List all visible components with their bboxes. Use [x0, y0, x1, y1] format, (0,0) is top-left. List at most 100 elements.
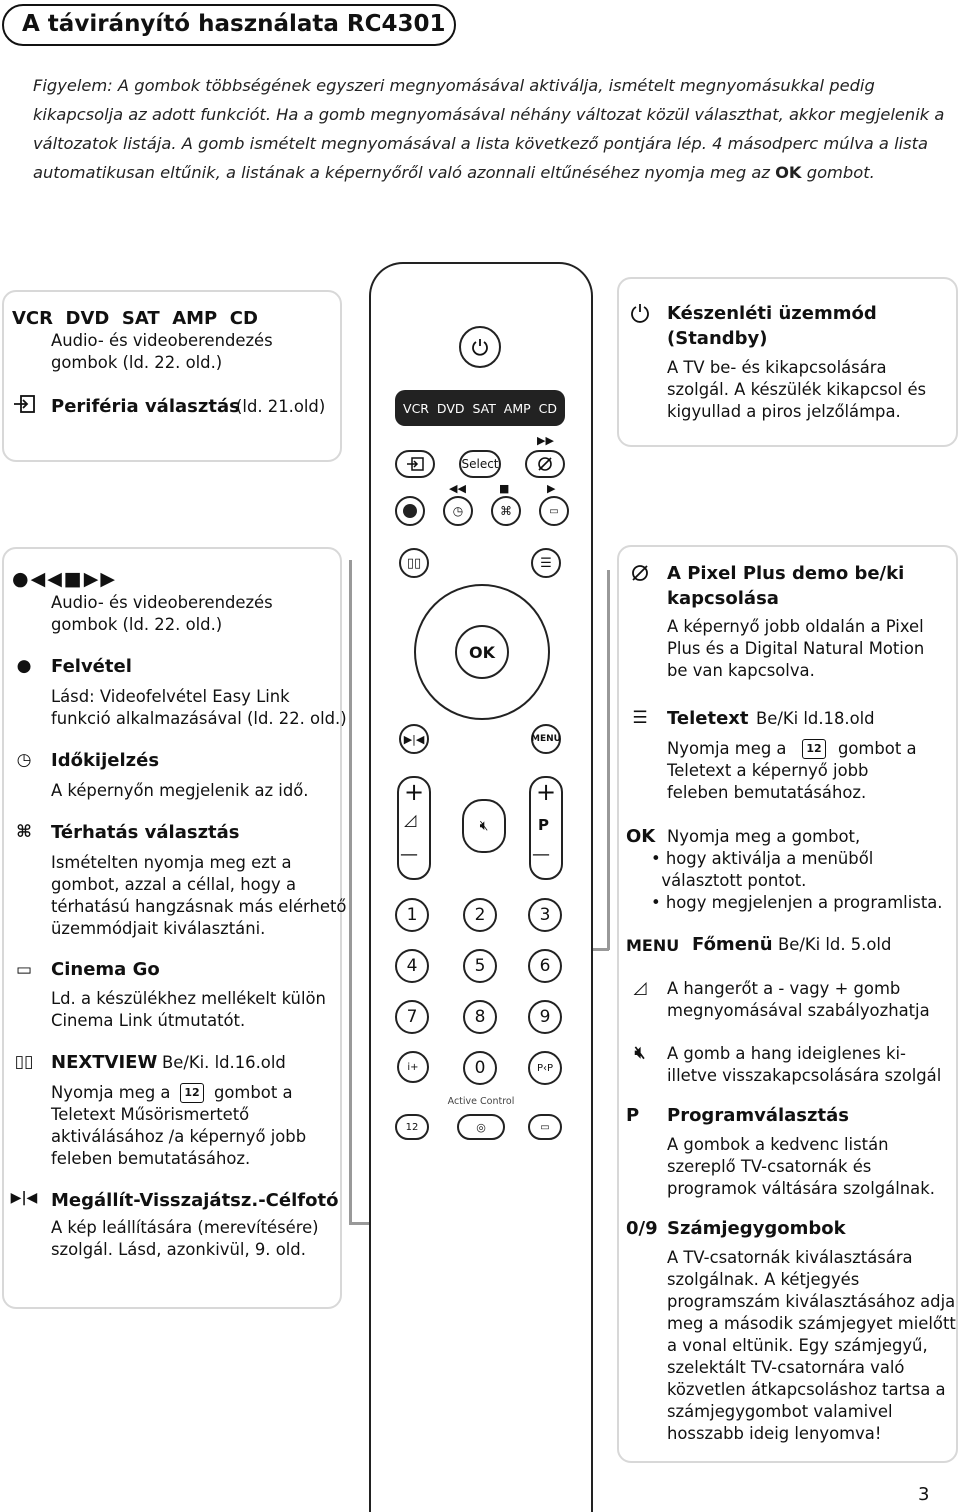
dual-screen-icon: 12: [405, 1121, 419, 1133]
clock-desc: A képernyőn megjelenik az idő.: [51, 781, 309, 800]
transport-symbols: ●◀◀■▶▶: [12, 568, 117, 590]
freeze-icon: ▶|◀: [10, 1190, 38, 1206]
record-title: Felvétel: [51, 656, 132, 677]
digit-7-button[interactable]: 7: [395, 1000, 429, 1034]
digits-desc-7: közvetlen átkapcsoláshoz tartsa a: [667, 1380, 946, 1399]
ok-bullet-1: • hogy aktiválja a menüből: [651, 849, 874, 868]
pixel-desc-1: A képernyő jobb oldalán a Pixel: [667, 617, 924, 636]
teletext-desc-1a: Nyomja meg a: [667, 739, 787, 758]
menu-key-label: MENU: [626, 936, 680, 955]
nextview-desc-3: aktiválásához /a képernyő jobb: [51, 1127, 307, 1146]
source-bar[interactable]: VCR DVD SAT AMP CD: [395, 390, 565, 426]
digit-1-button[interactable]: 1: [395, 898, 429, 932]
pixel-desc-3: be van kapcsolva.: [667, 661, 815, 680]
power-icon: [472, 339, 488, 356]
digit-9-button[interactable]: 9: [528, 1000, 562, 1034]
pp-button[interactable]: P‹P: [528, 1051, 562, 1085]
standby-button[interactable]: [459, 326, 501, 368]
panel-source-buttons: [2, 290, 342, 462]
ok-bullet-1b: választott pontot.: [651, 871, 807, 890]
peripheral-ref: (ld. 21.old): [236, 397, 326, 416]
teletext-ref: Be/Ki ld.18.old: [756, 709, 875, 728]
p-desc-3: programok váltására szolgálnak.: [667, 1179, 935, 1198]
connector-right: [607, 570, 610, 950]
mute-icon: 🔇︎: [479, 818, 489, 834]
digit-4-button[interactable]: 4: [395, 949, 429, 983]
mute-button[interactable]: 🔇︎: [462, 799, 506, 853]
standby-title-2: (Standby): [667, 328, 768, 349]
clock-title: Időkijelzés: [51, 750, 160, 771]
p-key-label: P: [626, 1105, 640, 1126]
input-select-button[interactable]: [395, 450, 435, 478]
p-desc-1: A gombok a kedvenc listán: [667, 1135, 889, 1154]
cinema-go-button[interactable]: ▭: [539, 496, 569, 526]
intro-paragraph: Figyelem: A gombok többségének egyszeri …: [33, 71, 951, 187]
volume-minus: —: [400, 844, 418, 865]
ok-button[interactable]: OK: [455, 625, 509, 679]
pixel-plus-button[interactable]: [525, 450, 565, 478]
digit-6-button[interactable]: 6: [528, 949, 562, 983]
freeze-button[interactable]: ▶|◀: [399, 724, 429, 754]
connector-right-tick: [583, 948, 609, 951]
program-plus: +: [536, 778, 557, 806]
stop-small-icon: ■: [499, 482, 510, 495]
dual-screen-button[interactable]: 12: [395, 1114, 429, 1140]
surround-desc-4: üzemmódjait kiválasztáni.: [51, 919, 266, 938]
menu-title: Főmenü: [692, 934, 773, 955]
p-desc-2: szereplő TV-csatornák és: [667, 1157, 872, 1176]
play-small-icon: ▶: [547, 482, 556, 495]
panel-left-main: [2, 547, 342, 1309]
volume-icon: ◿: [633, 978, 647, 998]
freeze-title: Megállít-Visszajátsz.-Célfotó: [51, 1190, 339, 1211]
connector-left-tick: [349, 1222, 379, 1225]
volume-desc-1: A hangerőt a - vagy + gomb: [667, 979, 901, 998]
volume-rocker[interactable]: [397, 776, 431, 880]
program-rocker[interactable]: [529, 776, 563, 880]
digits-desc-3: programszám kiválasztásához adja: [667, 1292, 956, 1311]
digit-5-button[interactable]: 5: [463, 949, 497, 983]
freeze-desc-1: A kép leállítására (merevítésére): [51, 1218, 319, 1237]
surround-desc-2: gombot, azzal a céllal, hogy a: [51, 875, 296, 894]
cinema-desc-1: Ld. a készülékhez mellékelt külön: [51, 989, 326, 1008]
active-control-button[interactable]: ◎: [457, 1114, 505, 1140]
select-button[interactable]: Select: [459, 450, 501, 478]
program-minus: —: [532, 844, 550, 865]
info-button[interactable]: i+: [397, 1051, 429, 1083]
source-desc-1: Audio- és videoberendezés: [51, 331, 273, 350]
nextview-title: NEXTVIEW: [51, 1052, 158, 1073]
pixel-title-2: kapcsolása: [667, 588, 779, 609]
format-button[interactable]: ▭: [528, 1114, 562, 1140]
standby-title-1: Készenléti üzemmód: [667, 303, 877, 324]
nextview-desc-1b: gombot a: [214, 1083, 293, 1102]
digits-desc-9: hosszabb ideig lenyomva!: [667, 1424, 882, 1443]
digits-desc-2: szolgálnak. A kétjegyés: [667, 1270, 860, 1289]
nextview-button[interactable]: ▯▯: [399, 548, 429, 578]
digit-0-button[interactable]: 0: [463, 1051, 497, 1085]
menu-button[interactable]: MENU: [531, 724, 561, 754]
standby-desc-1: A TV be- és kikapcsolására: [667, 358, 887, 377]
mute-icon: 🔇︎: [634, 1043, 646, 1063]
standby-desc-3: kigyullad a piros jelzőlámpa.: [667, 402, 901, 421]
intro-text: Figyelem: A gombok többségének egyszeri …: [33, 76, 945, 182]
digits-desc-4: meg a második számjegyet mielőtt: [667, 1314, 956, 1333]
panel-right-main: [617, 545, 958, 1463]
digits-key-label: 0/9: [626, 1218, 658, 1239]
source-row-label: VCR DVD SAT AMP CD: [12, 308, 258, 329]
clock-button[interactable]: ◷: [443, 496, 473, 526]
standby-desc-2: szolgál. A készülék kikapcsol és: [667, 380, 927, 399]
clock-icon: ◷: [452, 504, 464, 518]
mute-desc-2: illetve visszakapcsolására szolgál: [667, 1066, 942, 1085]
teletext-button[interactable]: ☰: [531, 548, 561, 578]
digits-desc-5: a vonal eltünik. Egy számjegyű,: [667, 1336, 928, 1355]
nextview-ref: Be/Ki. ld.16.old: [162, 1053, 286, 1072]
record-button[interactable]: [395, 496, 425, 526]
nextview-desc-4: feleben bemutatásához.: [51, 1149, 251, 1168]
surround-desc-1: Ismételten nyomja meg ezt a: [51, 853, 292, 872]
digit-3-button[interactable]: 3: [528, 898, 562, 932]
digit-2-button[interactable]: 2: [463, 898, 497, 932]
surround-button[interactable]: ⌘: [491, 496, 521, 526]
digit-8-button[interactable]: 8: [463, 1000, 497, 1034]
mute-desc-1: A gomb a hang ideiglenes ki-: [667, 1044, 906, 1063]
page-number: 3: [918, 1484, 930, 1505]
pixel-plus-icon: [538, 457, 552, 471]
